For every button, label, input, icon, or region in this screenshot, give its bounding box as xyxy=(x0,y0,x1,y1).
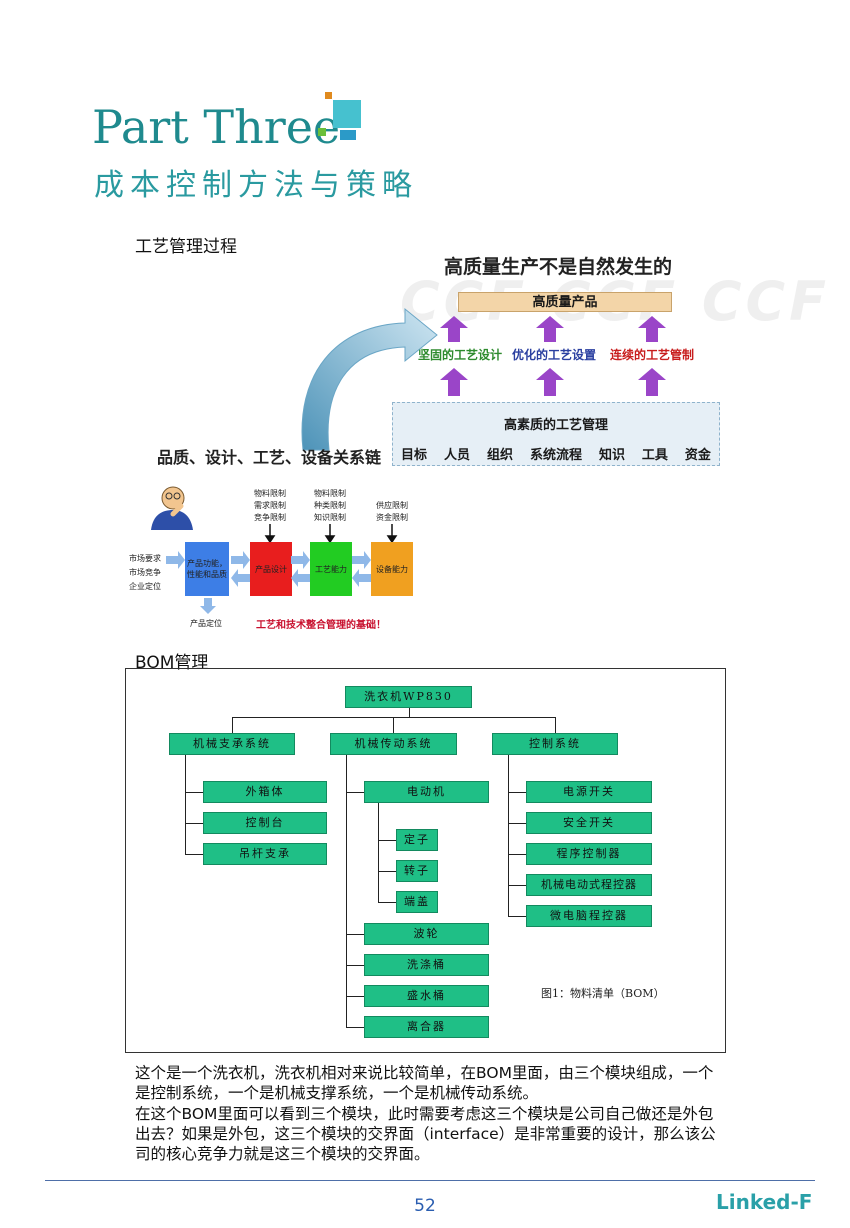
chain-title: 品质、设计、工艺、设备关系链 xyxy=(157,448,382,467)
body-paragraph-1: 这个是一个洗衣机，洗衣机相对来说比较简单，在BOM里面，由三个模块组成，一个是控… xyxy=(135,1064,714,1102)
constraint-group-3: 供应限制资金限制 xyxy=(376,501,408,522)
part-subtitle: 成本控制方法与策略 xyxy=(94,168,418,203)
constraint-group-1: 物料限制需求限制竞争限制 xyxy=(254,489,286,522)
mgmt-title: 高素质的工艺管理 xyxy=(503,418,608,433)
part-title: Part Three xyxy=(92,100,341,154)
high-quality-product-box: 高质量产品 xyxy=(458,292,672,312)
process-title: 高质量生产不是自然发生的 xyxy=(444,256,673,278)
mgmt-item: 工具 xyxy=(641,448,668,463)
pillar-2: 优化的工艺设置 xyxy=(512,348,597,362)
chain-footnote: 工艺和技术整合管理的基础！ xyxy=(256,620,386,631)
product-design-box: 产品设计 xyxy=(250,542,292,596)
product-positioning-label: 产品定位 xyxy=(190,619,222,628)
constraint-group-2: 物料限制种类限制知识限制 xyxy=(314,489,346,522)
pillar-1: 坚固的工艺设计 xyxy=(418,348,503,362)
chain-arrows xyxy=(166,551,371,587)
bom-frame xyxy=(125,668,726,1053)
bom-leaf-node: 波轮 xyxy=(364,923,489,945)
product-function-box: 产品功能，性能和品质 xyxy=(185,542,229,596)
mgmt-items: 目标 人员 组织 系统流程 知识 工具 资金 xyxy=(401,444,711,463)
brand-logo: Linked-F xyxy=(716,1190,813,1214)
constraint-arrows xyxy=(264,524,398,544)
bom-sub-node: 定子 xyxy=(396,829,438,851)
up-arrows-top xyxy=(440,316,666,342)
bom-leaf-node: 离合器 xyxy=(364,1016,489,1038)
page-number: 52 xyxy=(414,1196,436,1216)
bom-leaf-node: 微电脑程控器 xyxy=(526,905,652,927)
bom-leaf-node: 程序控制器 xyxy=(526,843,652,865)
bom-leaf-node: 吊杆支承 xyxy=(203,843,327,865)
bom-leaf-node: 控制台 xyxy=(203,812,327,834)
market-inputs: 市场要求市场竞争企业定位 xyxy=(129,554,161,591)
bom-sub-node: 端盖 xyxy=(396,891,438,913)
up-arrows-bottom xyxy=(440,368,666,396)
down-arrow-icon xyxy=(200,598,216,614)
mgmt-item: 目标 xyxy=(401,448,428,463)
bom-root-node: 洗衣机WP830 xyxy=(345,686,472,708)
bom-group-node: 控制系统 xyxy=(492,733,618,755)
pillar-3: 连续的工艺管制 xyxy=(610,348,695,362)
bom-sub-node: 转子 xyxy=(396,860,438,882)
bom-leaf-node: 机械电动式程控器 xyxy=(526,874,652,896)
bom-leaf-node: 洗涤桶 xyxy=(364,954,489,976)
process-management-box: 高素质的工艺管理 目标 人员 组织 系统流程 知识 工具 资金 xyxy=(392,402,720,466)
mgmt-item: 知识 xyxy=(598,448,625,463)
bom-leaf-node: 安全开关 xyxy=(526,812,652,834)
section-label-process: 工艺管理过程 xyxy=(135,237,237,257)
mgmt-item: 组织 xyxy=(486,448,513,463)
body-paragraph-2: 在这个BOM里面可以看到三个模块，此时需要考虑这三个模块是公司自己做还是外包出去… xyxy=(135,1105,716,1163)
equipment-capability-box: 设备能力 xyxy=(371,542,413,596)
footer-divider xyxy=(45,1180,815,1181)
mgmt-item: 系统流程 xyxy=(529,448,582,463)
thinking-person-icon xyxy=(151,486,193,530)
bom-caption: 图1：物料清单（BOM） xyxy=(541,987,665,1000)
curved-arrow xyxy=(301,307,438,451)
bom-group-node: 机械支承系统 xyxy=(169,733,295,755)
bom-leaf-node: 外箱体 xyxy=(203,781,327,803)
bom-leaf-node: 电源开关 xyxy=(526,781,652,803)
process-capability-box: 工艺能力 xyxy=(310,542,352,596)
mgmt-item: 人员 xyxy=(443,448,470,463)
bom-leaf-node: 电动机 xyxy=(364,781,489,803)
bom-group-node: 机械传动系统 xyxy=(330,733,457,755)
bom-leaf-node: 盛水桶 xyxy=(364,985,489,1007)
mgmt-item: 资金 xyxy=(684,448,711,463)
